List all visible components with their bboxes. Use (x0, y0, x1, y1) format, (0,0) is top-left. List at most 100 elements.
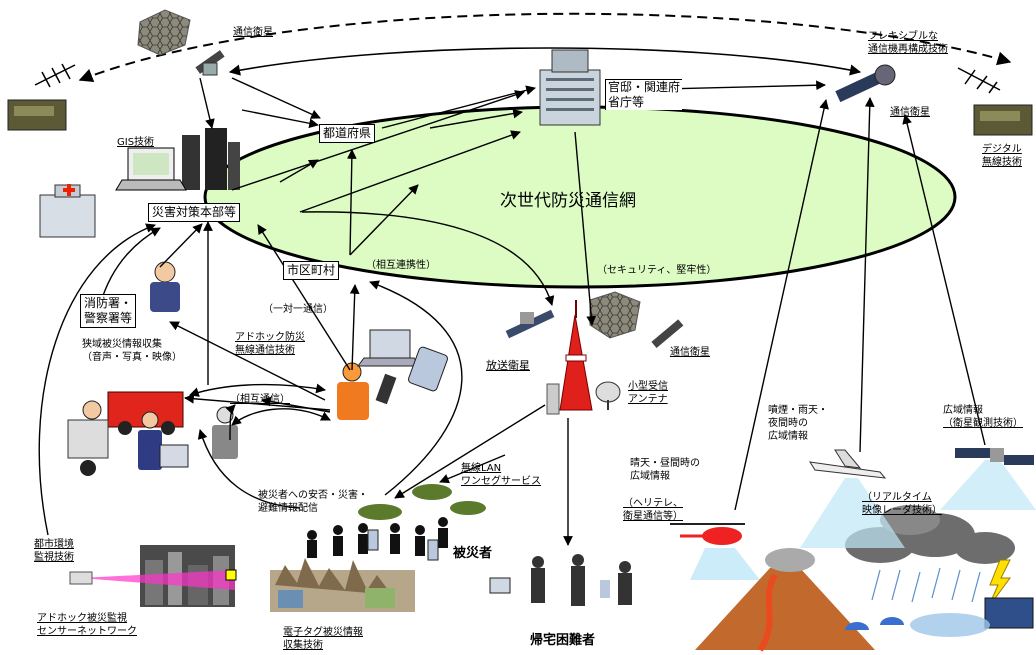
lightning-icon (987, 559, 1011, 609)
rescue-worker-icon (212, 406, 238, 459)
arrow (349, 184, 419, 256)
arrow (902, 114, 986, 446)
network-title: 次世代防災通信網 (500, 191, 636, 211)
label-flexible: フレキシブルな通信機再構成技術 (868, 31, 948, 55)
tower-icon (546, 300, 593, 415)
victims-icon (307, 517, 448, 558)
label-digital: デジタル無線技術 (982, 144, 1022, 168)
label-ittai: （一対一通信） (263, 304, 333, 315)
trees-icon (358, 484, 486, 520)
label-funen: 噴煙・雨天・夜間時の広域情報 (768, 405, 828, 442)
airplane-icon (809, 449, 887, 479)
label-gis: GIS技術 (117, 137, 155, 148)
arrow (299, 130, 521, 213)
fire-truck-icon (107, 391, 184, 435)
label-sogo-renkei: （相互連携性） (366, 260, 436, 271)
pda-large-icon (408, 346, 448, 392)
arrow (197, 429, 301, 509)
arrow (261, 396, 331, 413)
broadcast-satellite-icon (505, 309, 555, 339)
arrow (199, 77, 215, 129)
police-officer-icon (150, 261, 180, 312)
volcano-icon (695, 548, 875, 652)
observation-satellite-icon (955, 448, 1034, 465)
gis-laptop-icon (115, 147, 187, 191)
sat-link (228, 47, 862, 76)
arrow (257, 224, 351, 371)
label-realtime: （リアルタイム映像レーダ技術） (862, 492, 942, 516)
label-sensor: アドホック被災監視センサーネットワーク (37, 613, 137, 637)
hospital-icon (39, 184, 96, 238)
arrow (859, 97, 875, 453)
arrow (369, 280, 463, 496)
arrow (241, 109, 319, 129)
label-kitaku: 帰宅困難者 (530, 633, 596, 648)
arrow (429, 108, 523, 129)
stranded-commuters-icon (489, 554, 632, 606)
label-sat-right: 通信衛星 (890, 107, 930, 118)
heli-beam (690, 548, 760, 580)
label-hisaisha-info: 被災者への安否・災害・避難情報配信 (258, 490, 368, 514)
label-security: （セキュリティ、堅牢性） (597, 265, 717, 276)
arrow (231, 77, 321, 119)
satellite-top-icon (137, 9, 225, 76)
city-sensor-scene-icon (69, 545, 237, 607)
label-adhoc: アドホック防災無線通信技術 (235, 332, 305, 356)
satellite-mid-icon (589, 291, 684, 348)
antenna-left-icon (34, 63, 76, 88)
label-hisaisha: 被災者 (453, 546, 493, 561)
arrow (734, 99, 829, 511)
arrow (159, 223, 203, 268)
flood-icon (910, 613, 990, 637)
box-shobo: 消防署・警察署等 (80, 294, 137, 328)
policewoman-icon (138, 411, 162, 470)
arrow (346, 149, 357, 256)
label-toshi: 都市環境監視技術 (34, 539, 74, 563)
antenna-right-icon (957, 67, 1001, 94)
arrow (381, 85, 536, 129)
label-heli: （ヘリテレ、衛星通信等） (623, 498, 683, 522)
phone-icon (367, 529, 379, 551)
bidir-arrow (189, 383, 326, 397)
hq-tower-icon (182, 128, 240, 190)
government-building-icon (539, 49, 601, 126)
label-sat-top: 通信衛星 (233, 27, 273, 38)
arrow (231, 90, 525, 191)
dashed-link (78, 12, 1012, 82)
helicopter-icon (670, 523, 745, 545)
radar-beam (800, 478, 905, 548)
obs-sat-beam (940, 460, 1036, 510)
label-koiki: 広域情報（衛星観測技術） (943, 405, 1023, 429)
radio-handheld-icon (375, 373, 397, 405)
box-saigai-honbu: 災害対策本部等 (148, 203, 241, 222)
pda-icon (159, 444, 189, 468)
arrow (349, 284, 360, 371)
label-antenna: 小型受信アンテナ (628, 381, 668, 405)
laptop-icon (357, 329, 421, 367)
rubble-scene-icon (270, 558, 415, 612)
box-kantei: 官邸・関連府省庁等 (605, 79, 683, 110)
label-housou: 放送衛星 (486, 359, 530, 372)
rain-icon (871, 567, 981, 603)
satellite-right-icon (835, 64, 896, 103)
label-sat-mid: 通信衛星 (670, 347, 710, 358)
label-sogo-tsushin: （相互通信） (230, 394, 290, 405)
arrow (225, 404, 236, 441)
arrow (38, 223, 156, 536)
umbrella-icon (845, 617, 904, 630)
box-todofuken: 都道府県 (319, 124, 376, 143)
box-shikuchoson: 市区町村 (283, 261, 340, 280)
label-tag: 電子タグ被災情報収集技術 (283, 627, 363, 651)
arrow (301, 211, 555, 306)
phone-icon-2 (427, 539, 439, 561)
label-seiten: 晴天・昼間時の広域情報 (630, 458, 700, 482)
arrow (394, 404, 546, 499)
bidir-arrow (231, 408, 331, 426)
arrow (439, 454, 506, 484)
dish-antenna-icon (595, 381, 621, 410)
label-kyoiki: 狭域被災情報収集（音声・写真・映像） (82, 339, 182, 363)
motorcycle-police-icon (67, 400, 109, 476)
firefighter-icon (337, 362, 369, 420)
